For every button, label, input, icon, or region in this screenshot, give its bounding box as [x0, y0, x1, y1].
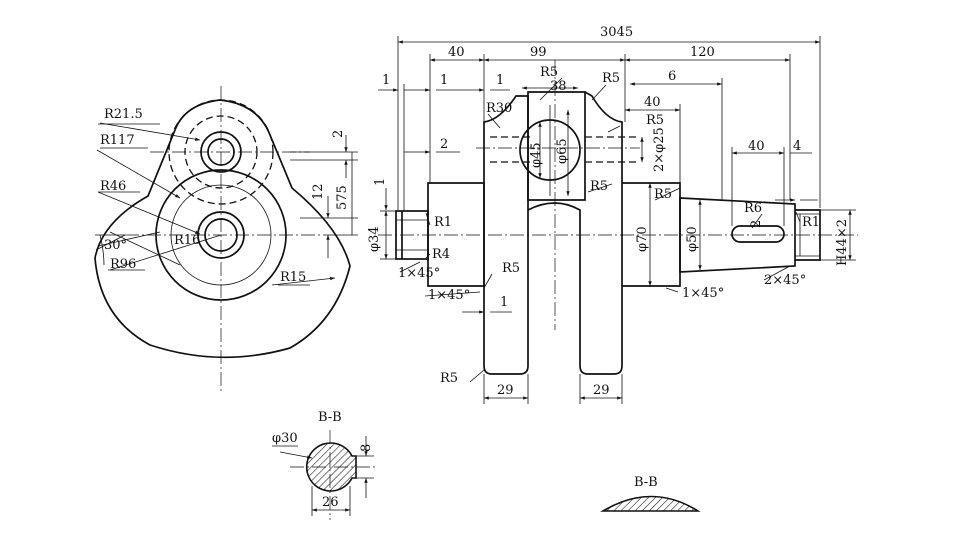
label-8: 8 [359, 444, 374, 452]
label-40c: 40 [748, 139, 765, 154]
label-r5c: R5 [646, 113, 664, 128]
section-bb-key [600, 495, 701, 512]
label-120: 120 [690, 45, 715, 60]
label-29b: 29 [593, 383, 610, 398]
end-view-outline [94, 99, 351, 359]
label-4: 4 [793, 139, 801, 154]
label-26: 26 [322, 495, 339, 510]
dimension-labels: 3045 40 99 120 1 1 1 R5 38 R5 R30 6 40 R… [100, 25, 850, 510]
label-r1b: R1 [434, 215, 452, 230]
label-cham3: 1×45° [682, 286, 724, 301]
section-bb-round [272, 430, 375, 520]
label-1b: 1 [440, 73, 448, 88]
dimensions [378, 36, 856, 404]
section-round-hatch [305, 442, 357, 492]
label-2c: 2 [331, 130, 346, 138]
label-cham1: 1×45° [398, 266, 440, 281]
label-phi30: φ30 [272, 431, 298, 446]
label-r30: R30 [486, 101, 512, 116]
label-40b: 40 [644, 95, 661, 110]
label-1c: 1 [496, 73, 504, 88]
label-r5a: R5 [540, 65, 558, 80]
label-r5e: R5 [654, 187, 672, 202]
label-38: 38 [550, 79, 567, 94]
label-r96: R96 [110, 257, 136, 272]
label-6: 6 [668, 69, 676, 84]
label-r16: R16 [174, 233, 200, 248]
label-cham2: 1×45° [428, 288, 470, 303]
key-section-hatch [600, 495, 701, 512]
label-phi45: φ45 [529, 142, 544, 168]
label-2a: 2 [440, 137, 448, 152]
label-r5b: R5 [602, 71, 620, 86]
label-1e: 1 [500, 295, 508, 310]
main-view [378, 60, 858, 375]
label-overall: 3045 [600, 25, 633, 40]
label-bb2: B-B [634, 475, 658, 490]
label-phi34: φ34 [367, 226, 382, 252]
label-r15: R15 [280, 270, 306, 285]
label-99: 99 [530, 45, 547, 60]
label-r21-5: R21.5 [104, 107, 143, 122]
label-29a: 29 [497, 383, 514, 398]
label-r46: R46 [100, 179, 126, 194]
label-r1a: R1 [802, 215, 820, 230]
label-r4: R4 [432, 247, 450, 262]
label-2b: 2 [749, 220, 764, 228]
label-bb1: B-B [318, 410, 342, 425]
label-r6: R6 [744, 201, 762, 216]
label-phi70: φ70 [635, 226, 650, 252]
label-575: 575 [335, 185, 350, 210]
label-cham4: 2×45° [764, 273, 806, 288]
label-2xphi25: 2×φ25 [652, 127, 667, 172]
label-30deg: 30° [104, 238, 127, 253]
end-view [94, 86, 358, 392]
label-40a: 40 [448, 45, 465, 60]
label-1d: 1 [373, 178, 388, 186]
label-r5g: R5 [440, 371, 458, 386]
label-phi50: φ50 [685, 226, 700, 252]
label-1a: 1 [382, 73, 390, 88]
label-r5d: R5 [590, 179, 608, 194]
label-12: 12 [311, 183, 326, 200]
label-r117: R117 [100, 133, 135, 148]
label-r5f: R5 [502, 261, 520, 276]
label-h44: H44×2 [835, 219, 850, 266]
label-phi65: φ65 [555, 138, 570, 164]
